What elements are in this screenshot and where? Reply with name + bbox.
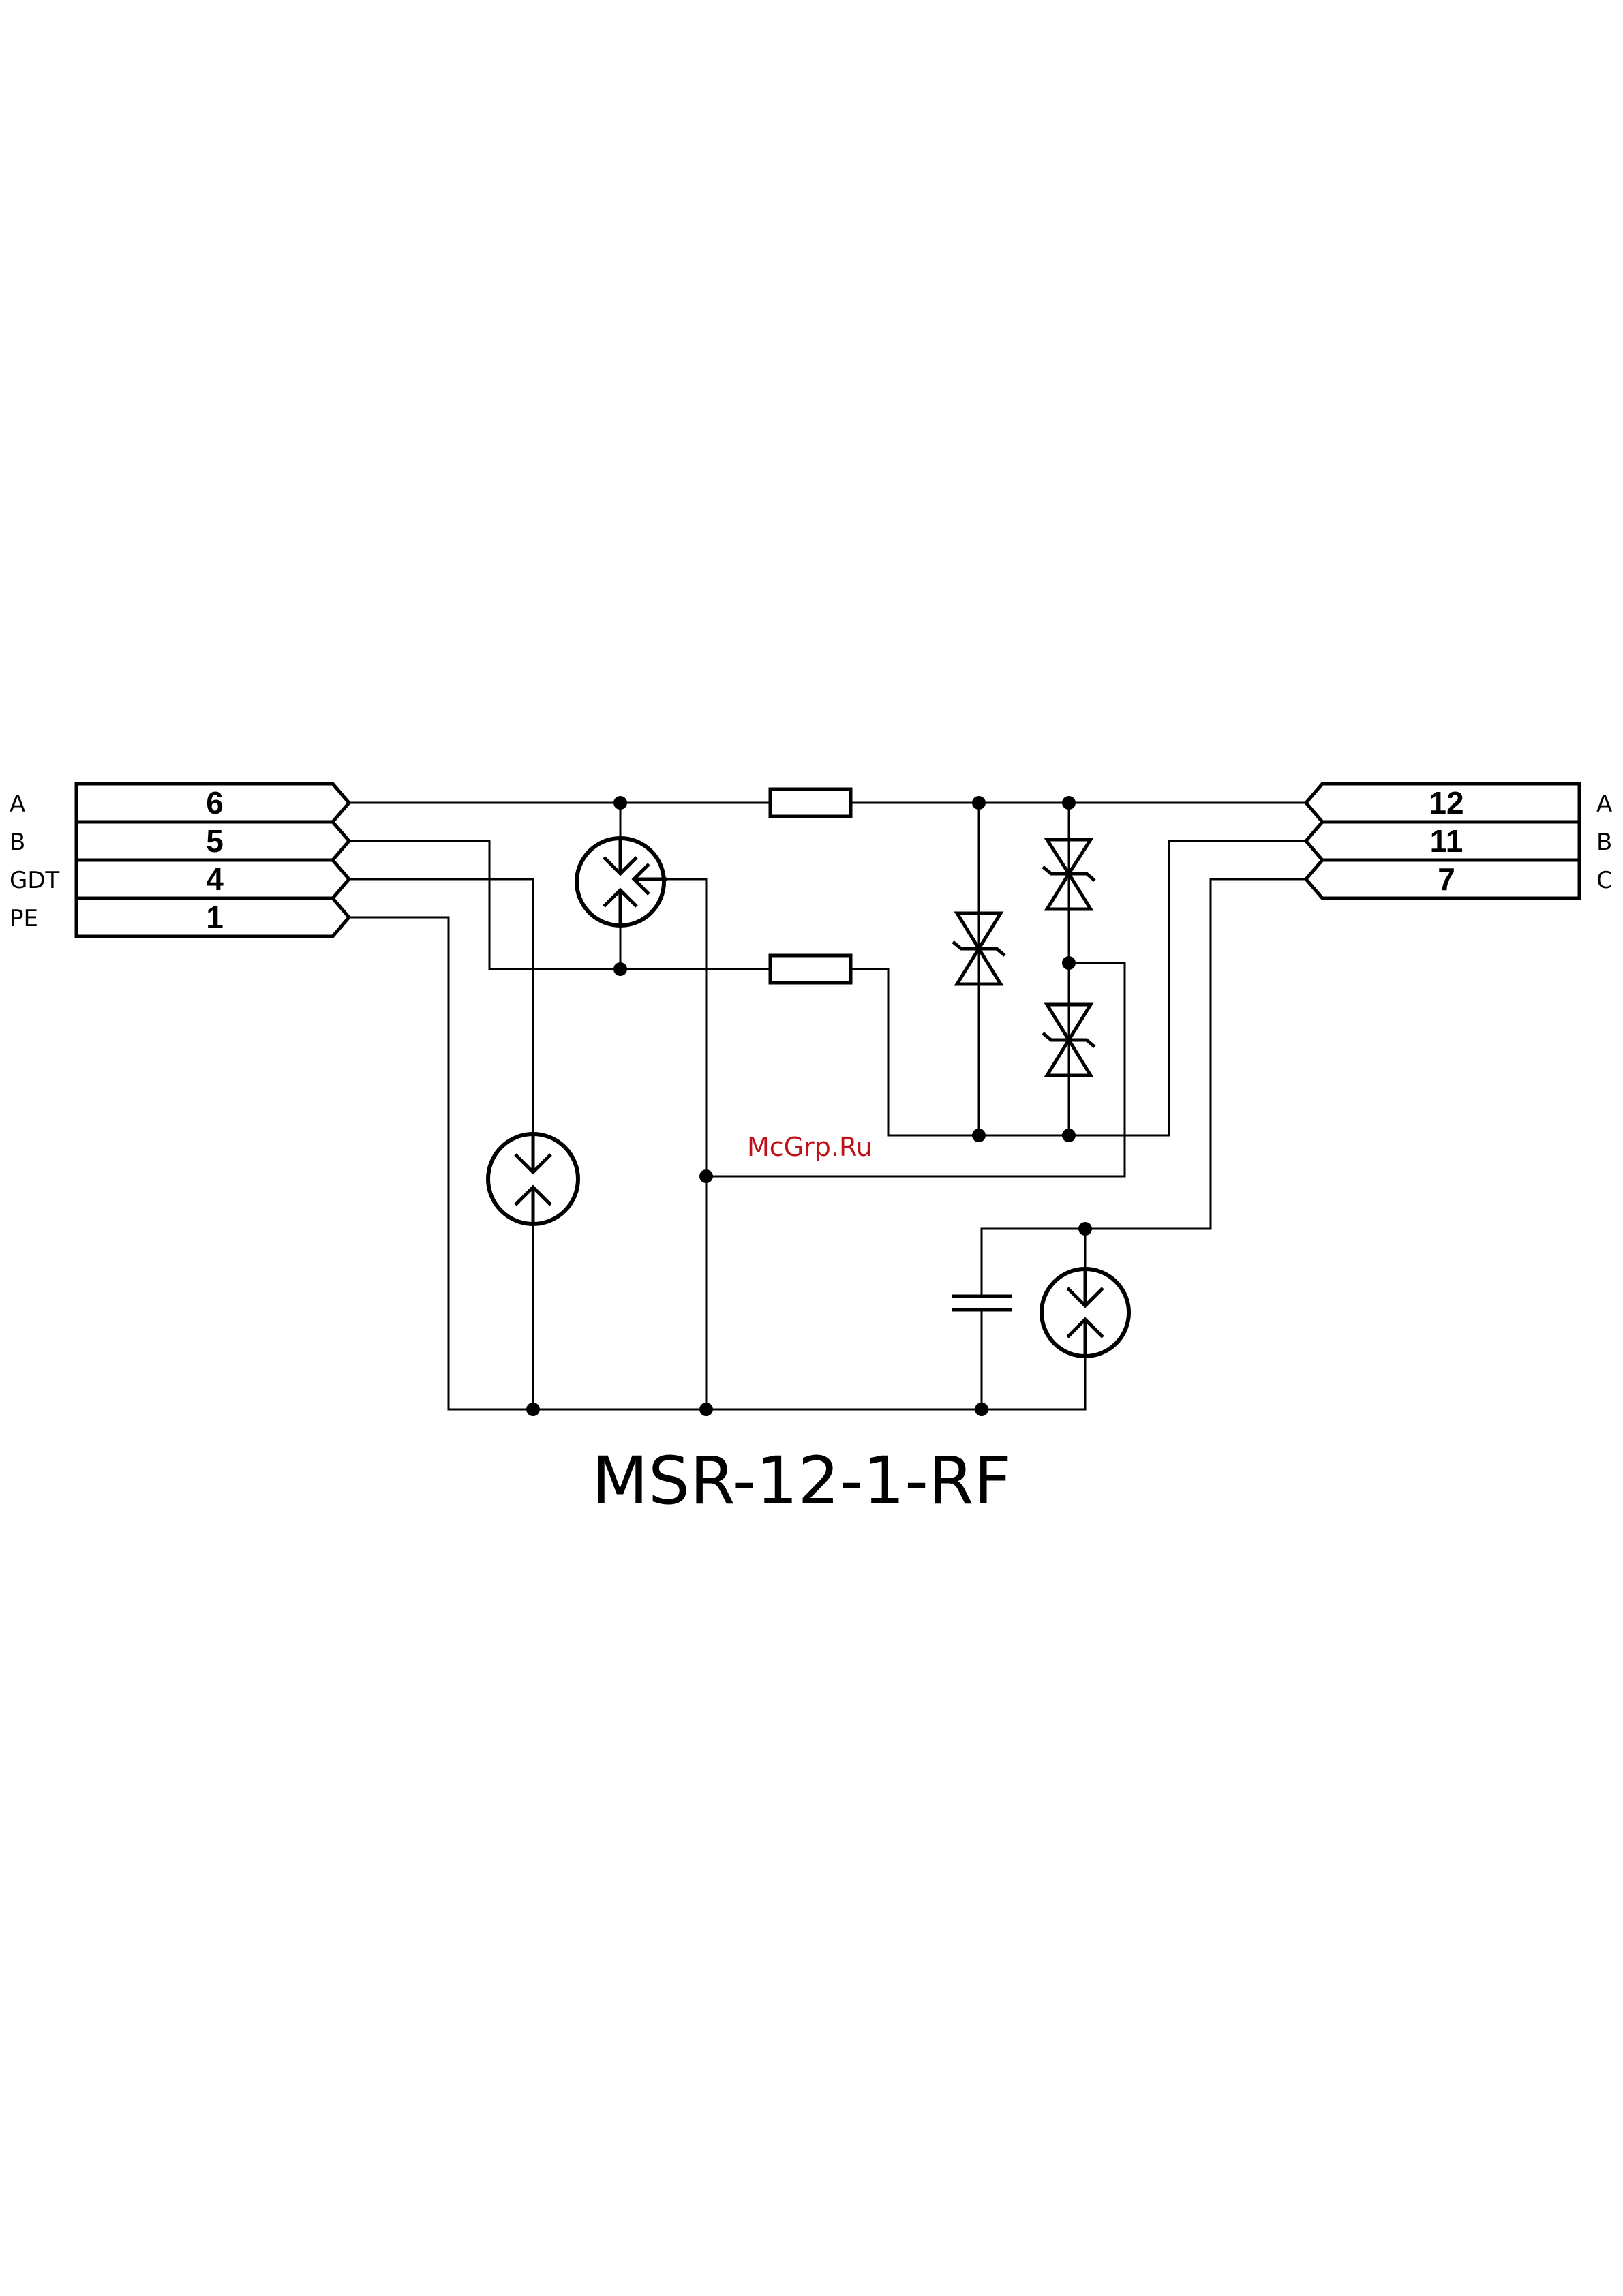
resistor-b-symbol: [770, 955, 851, 983]
gas-discharge-tube-2-symbol: [488, 1134, 578, 1224]
left-connector: 6 5 4 1 A B GDT PE: [10, 784, 349, 936]
wire-b-out: [851, 841, 1306, 1135]
wire-c: [982, 879, 1306, 1288]
watermark-text: McGrp.Ru: [747, 1132, 873, 1162]
wires: [349, 803, 1306, 1409]
wire-gdt1-earth: [667, 879, 706, 1409]
left-signal-label: A: [10, 791, 25, 818]
left-signal-label: PE: [10, 905, 38, 932]
right-connector: 12 11 7 A B C: [1306, 784, 1613, 898]
right-signal-label: C: [1596, 867, 1613, 894]
diagram-title: MSR-12-1-RF: [592, 1443, 1012, 1519]
right-pin-number: 7: [1438, 861, 1455, 897]
left-pin-number: 5: [206, 823, 224, 859]
right-signal-label: A: [1596, 791, 1612, 818]
left-pin-number: 6: [206, 785, 224, 821]
wire-pe: [349, 917, 1085, 1409]
left-pin-number: 1: [206, 900, 224, 935]
gas-discharge-tube-1-symbol: [577, 838, 667, 925]
right-signal-label: B: [1596, 829, 1612, 856]
junction-dots: [526, 796, 1092, 1416]
resistor-a-symbol: [770, 789, 851, 816]
right-pin-number: 11: [1430, 823, 1463, 859]
capacitor-symbol: [952, 1288, 1012, 1315]
left-pin-number: 4: [206, 861, 224, 897]
left-signal-label: GDT: [10, 867, 60, 894]
left-signal-label: B: [10, 829, 25, 856]
right-pin-number: 12: [1429, 785, 1463, 821]
gas-discharge-tube-3-symbol: [1042, 1269, 1129, 1356]
